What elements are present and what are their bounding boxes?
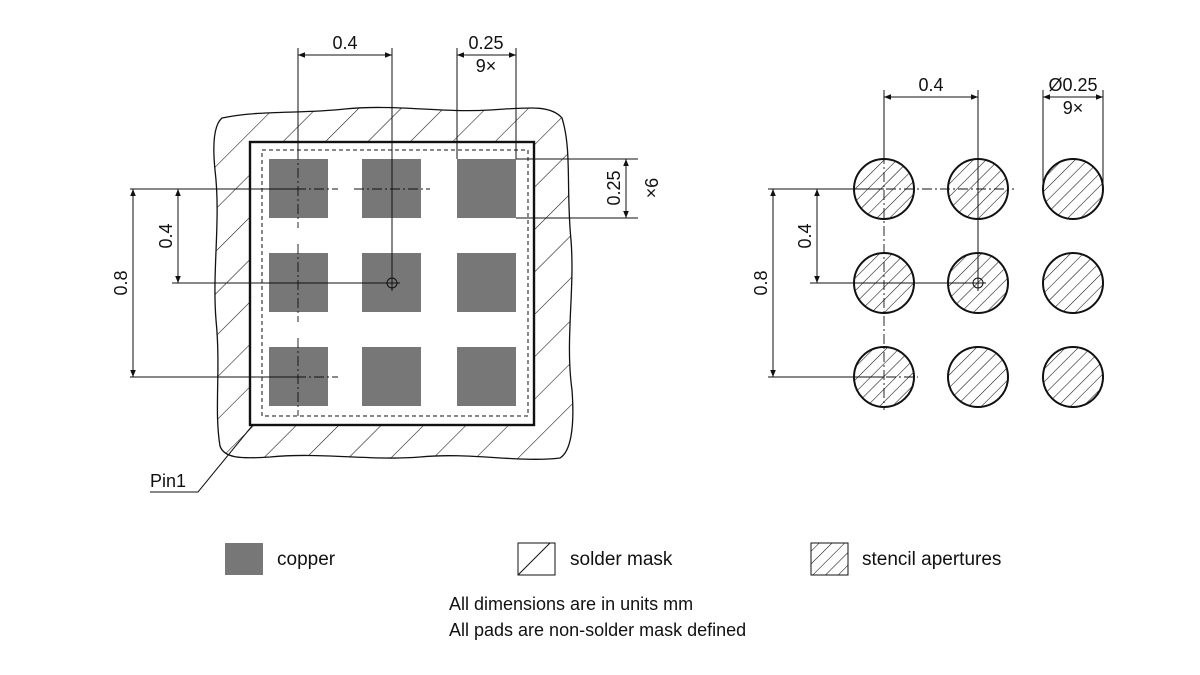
right-diameter-label: Ø0.25: [1048, 75, 1097, 95]
left-pad-count-v-label: 9×: [641, 178, 661, 199]
note-units: All dimensions are in units mm: [449, 594, 693, 614]
legend: copper solder mask stencil apertures: [225, 542, 1001, 576]
stencil-aperture: [947, 346, 1009, 408]
left-footprint-view: 0.4 0.25 9× 0.8 0.4 0.25 9× Pin1: [111, 33, 661, 493]
legend-stencil-label: stencil apertures: [862, 549, 1001, 570]
left-span-v-label: 0.8: [111, 270, 131, 295]
right-pitch-h-label: 0.4: [918, 75, 943, 95]
right-pitch-v-label: 0.4: [795, 223, 815, 248]
legend-copper: copper: [225, 543, 336, 575]
copper-pad: [362, 347, 421, 406]
left-pad-size-v-label: 0.25: [604, 170, 624, 205]
copper-pad: [457, 159, 516, 218]
left-pad-size-label: 0.25: [468, 33, 503, 53]
note-nsmd: All pads are non-solder mask defined: [449, 620, 746, 640]
stencil-aperture: [1042, 252, 1104, 314]
right-span-v-label: 0.8: [751, 270, 771, 295]
left-pad-count-label: 9×: [476, 56, 497, 76]
copper-swatch: [225, 543, 263, 575]
right-dimensions: [768, 90, 1104, 378]
copper-pad: [457, 253, 516, 312]
left-pitch-v-label: 0.4: [156, 223, 176, 248]
legend-stencil: stencil apertures: [810, 542, 1001, 576]
left-dimensions: [130, 48, 638, 493]
legend-copper-label: copper: [277, 549, 336, 570]
pin1-label: Pin1: [150, 471, 186, 491]
legend-solder-mask: solder mask: [517, 542, 673, 576]
stencil-aperture: [1042, 346, 1104, 408]
solder-mask-region: [213, 106, 574, 460]
stencil-aperture: [1042, 158, 1104, 220]
left-pitch-h-label: 0.4: [332, 33, 357, 53]
stencil-swatch: [810, 542, 849, 576]
legend-solder-mask-label: solder mask: [570, 549, 673, 570]
right-stencil-view: 0.4 Ø0.25 9× 0.8 0.4: [751, 75, 1104, 410]
solder-mask-swatch: [517, 542, 556, 576]
copper-pad: [457, 347, 516, 406]
right-aperture-count-label: 9×: [1063, 98, 1084, 118]
